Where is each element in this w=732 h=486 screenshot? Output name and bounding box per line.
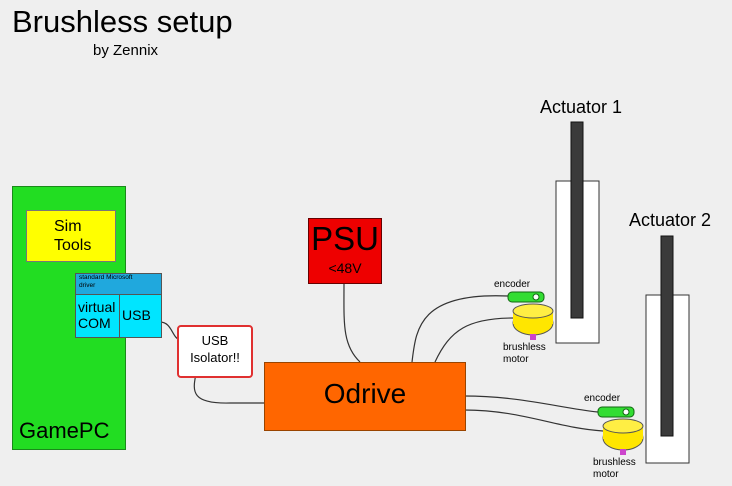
virtual-com-line1: virtual <box>78 299 116 315</box>
gamepc-label: GamePC <box>19 418 110 443</box>
motor2-label-line2: motor <box>593 469 619 480</box>
simtools-label-line1: Sim <box>54 218 82 235</box>
psu-odrive-cable <box>343 282 361 363</box>
isolator-odrive-cable <box>193 373 264 404</box>
usb-isolator-label: USB Isolator!! <box>177 332 253 366</box>
encoder1-shaft <box>532 293 540 301</box>
page-subtitle: by Zennix <box>93 42 159 59</box>
simtools-label: Sim Tools <box>54 217 91 255</box>
usb-isolator-box <box>177 325 253 378</box>
motor1-top <box>512 303 554 319</box>
actuator2-label: Actuator 2 <box>629 210 712 230</box>
virtual-com-line2: COM <box>78 315 111 331</box>
motor2-label-line1: brushless <box>593 457 636 468</box>
motor2-top <box>602 418 644 434</box>
odrive-motor1-cable <box>434 317 515 363</box>
virtual-com-box <box>75 294 120 338</box>
encoder2-label: encoder <box>584 393 621 404</box>
actuator1-rod <box>570 121 584 319</box>
motor1-label-line1: brushless <box>503 342 546 353</box>
actuator2-rod <box>660 235 674 437</box>
odrive-box <box>264 362 466 431</box>
usb-isolator-line1: USB <box>201 333 229 348</box>
driver-label: standard Microsoft driver <box>79 274 133 289</box>
page-title: Brushless setup <box>12 4 233 39</box>
usb-port-label: USB <box>122 307 151 323</box>
psu-box <box>308 218 382 284</box>
motor2-label: brushless motor <box>593 457 636 481</box>
motor1-label: brushless motor <box>503 342 546 366</box>
psu-label: PSU <box>311 220 379 257</box>
simtools-label-line2: Tools <box>54 237 92 254</box>
motor2-shaft <box>620 449 626 455</box>
odrive-label: Odrive <box>323 378 407 409</box>
odrive-motor2-cable <box>463 409 604 432</box>
encoder1-label: encoder <box>494 279 531 290</box>
actuator1-label: Actuator 1 <box>540 97 623 117</box>
virtual-com-label: virtual COM <box>78 299 115 331</box>
psu-voltage: <48V <box>328 260 362 276</box>
usb-port-box <box>119 294 162 338</box>
encoder2-shaft <box>622 408 630 416</box>
odrive-encoder1-cable <box>411 295 509 363</box>
motor1-label-line2: motor <box>503 354 529 365</box>
simtools-box <box>26 210 116 262</box>
odrive-encoder2-cable <box>463 395 599 413</box>
usb-isolator-line2: Isolator!! <box>190 350 240 365</box>
motor1-shaft <box>530 334 536 340</box>
